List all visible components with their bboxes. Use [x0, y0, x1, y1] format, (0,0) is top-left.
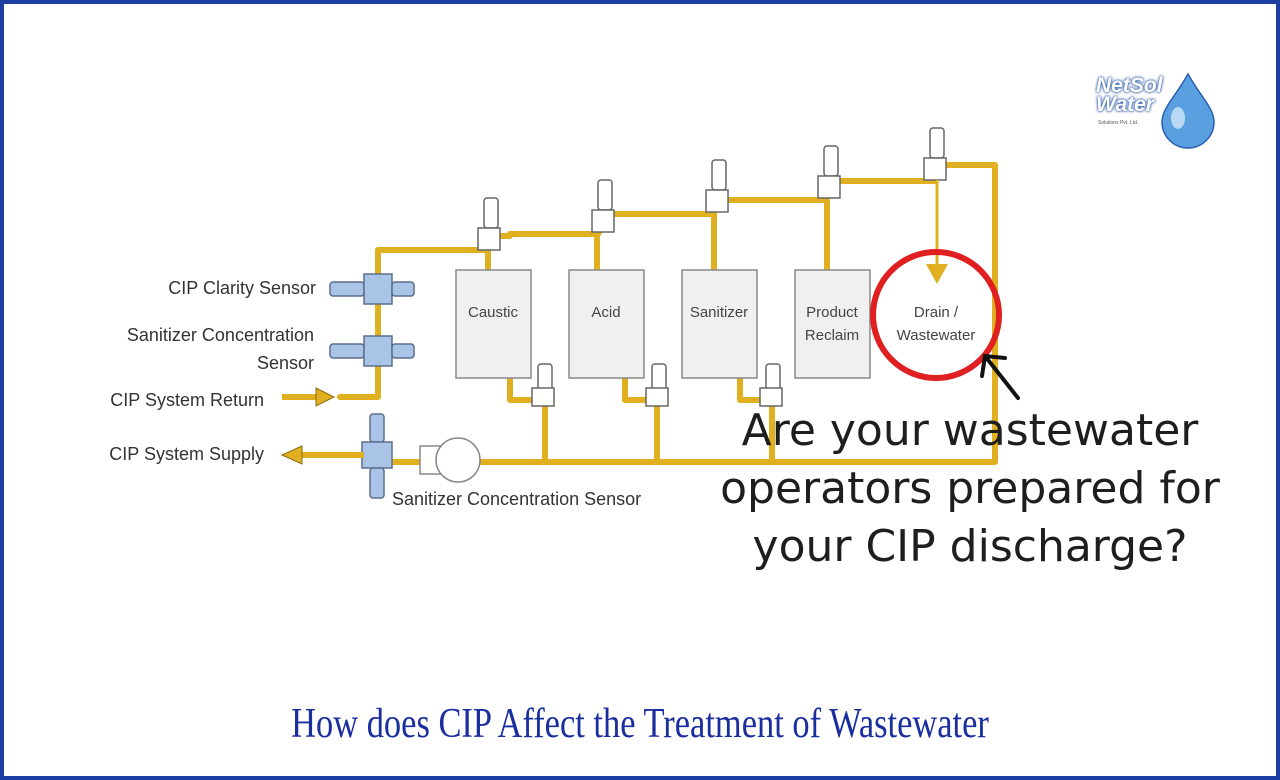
question-line-2: operators prepared for: [720, 463, 1220, 514]
drain-arrow: [926, 180, 948, 284]
tank-caustic: [455, 269, 532, 379]
supply-arrow: [280, 445, 364, 465]
valve-caustic-top: [477, 197, 501, 251]
return-arrow: [282, 387, 336, 407]
valve-sanitizer-bottom: [759, 363, 783, 407]
tank-acid: [568, 269, 645, 379]
tank-sanitizer: [681, 269, 758, 379]
tank-label-product: Product: [806, 304, 859, 321]
tank-label-caustic: Caustic: [468, 304, 519, 321]
valve-drain-top: [923, 127, 947, 181]
sanitizer-sensor-bottom: [361, 413, 393, 499]
return-label: CIP System Return: [110, 390, 264, 410]
logo: NetSol Water: [1096, 74, 1163, 116]
question-line-1: Are your wastewater: [741, 405, 1199, 456]
page-title: How does CIP Affect the Treatment of Was…: [291, 701, 989, 747]
valve-acid-bottom: [645, 363, 669, 407]
tank-label-reclaim: Reclaim: [805, 327, 859, 344]
logo-droplet-icon: [1161, 72, 1215, 149]
question-text: Are your wastewater operators prepared f…: [690, 402, 1250, 576]
tanks: [455, 269, 871, 379]
logo-line-1: NetSol: [1096, 74, 1163, 97]
pointer-arrow: [980, 353, 1020, 400]
valve-sanitizer-top: [705, 159, 729, 213]
clarity-sensor: [329, 273, 415, 305]
valve-acid-top: [591, 179, 615, 233]
valve-caustic-bottom: [531, 363, 555, 407]
tank-product-reclaim: [794, 269, 871, 379]
logo-line-2: Water: [1096, 93, 1154, 116]
sanitizer-sensor-label-1: Sanitizer Concentration: [127, 325, 314, 345]
clarity-sensor-label: CIP Clarity Sensor: [168, 278, 316, 298]
supply-label: CIP System Supply: [109, 444, 264, 464]
sanitizer-sensor-left: [329, 335, 415, 367]
question-line-3: your CIP discharge?: [752, 521, 1188, 572]
sanitizer-sensor-label-2: Sensor: [257, 353, 314, 373]
pump: [419, 437, 481, 483]
drain-highlight-circle: [870, 249, 1002, 381]
bottom-sensor-label: Sanitizer Concentration Sensor: [392, 489, 641, 509]
valve-product-top: [817, 145, 841, 199]
logo-subtitle: Solutions Pvt. Ltd.: [1098, 120, 1139, 126]
tank-label-sanitizer: Sanitizer: [690, 304, 748, 321]
wastewater-label: Wastewater: [897, 327, 976, 344]
drain-label: Drain /: [914, 304, 959, 321]
valves: [477, 127, 947, 407]
tank-label-acid: Acid: [591, 304, 620, 321]
